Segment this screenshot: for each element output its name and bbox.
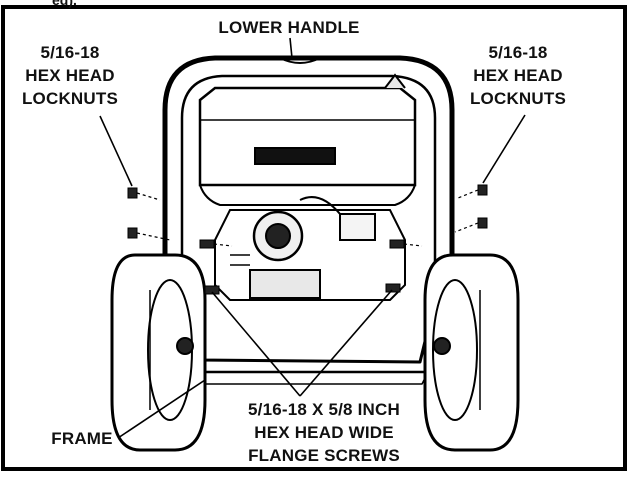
label-locknuts-left: 5/16-18 HEX HEAD LOCKNUTS — [21, 43, 119, 108]
leader-lines — [99, 37, 526, 439]
label-locknuts-right: 5/16-18 HEX HEAD LOCKNUTS — [469, 43, 567, 108]
leader-screw-left — [211, 291, 301, 397]
frame-cradle — [168, 299, 454, 385]
figure-border — [1, 5, 627, 471]
left-locknuts — [127, 187, 171, 241]
flange-screws — [199, 239, 423, 295]
leader-lower-handle — [289, 37, 293, 59]
left-wheel — [110, 253, 207, 452]
right-wheel — [423, 253, 520, 452]
right-locknuts — [454, 184, 488, 233]
cropped-caption-text: ed). — [52, 0, 77, 8]
fuel-tank — [198, 73, 417, 206]
leader-locknut-right — [482, 114, 526, 184]
leader-locknut-left — [99, 115, 133, 187]
engine — [214, 196, 406, 301]
leader-screw-right — [299, 289, 393, 397]
label-lower-handle: LOWER HANDLE — [218, 18, 360, 37]
label-flange-screws: 5/16-18 X 5/8 INCH HEX HEAD WIDE FLANGE … — [248, 400, 400, 465]
label-frame: FRAME — [51, 429, 113, 448]
leader-frame — [117, 379, 206, 439]
lower-handle-frame — [162, 55, 455, 321]
